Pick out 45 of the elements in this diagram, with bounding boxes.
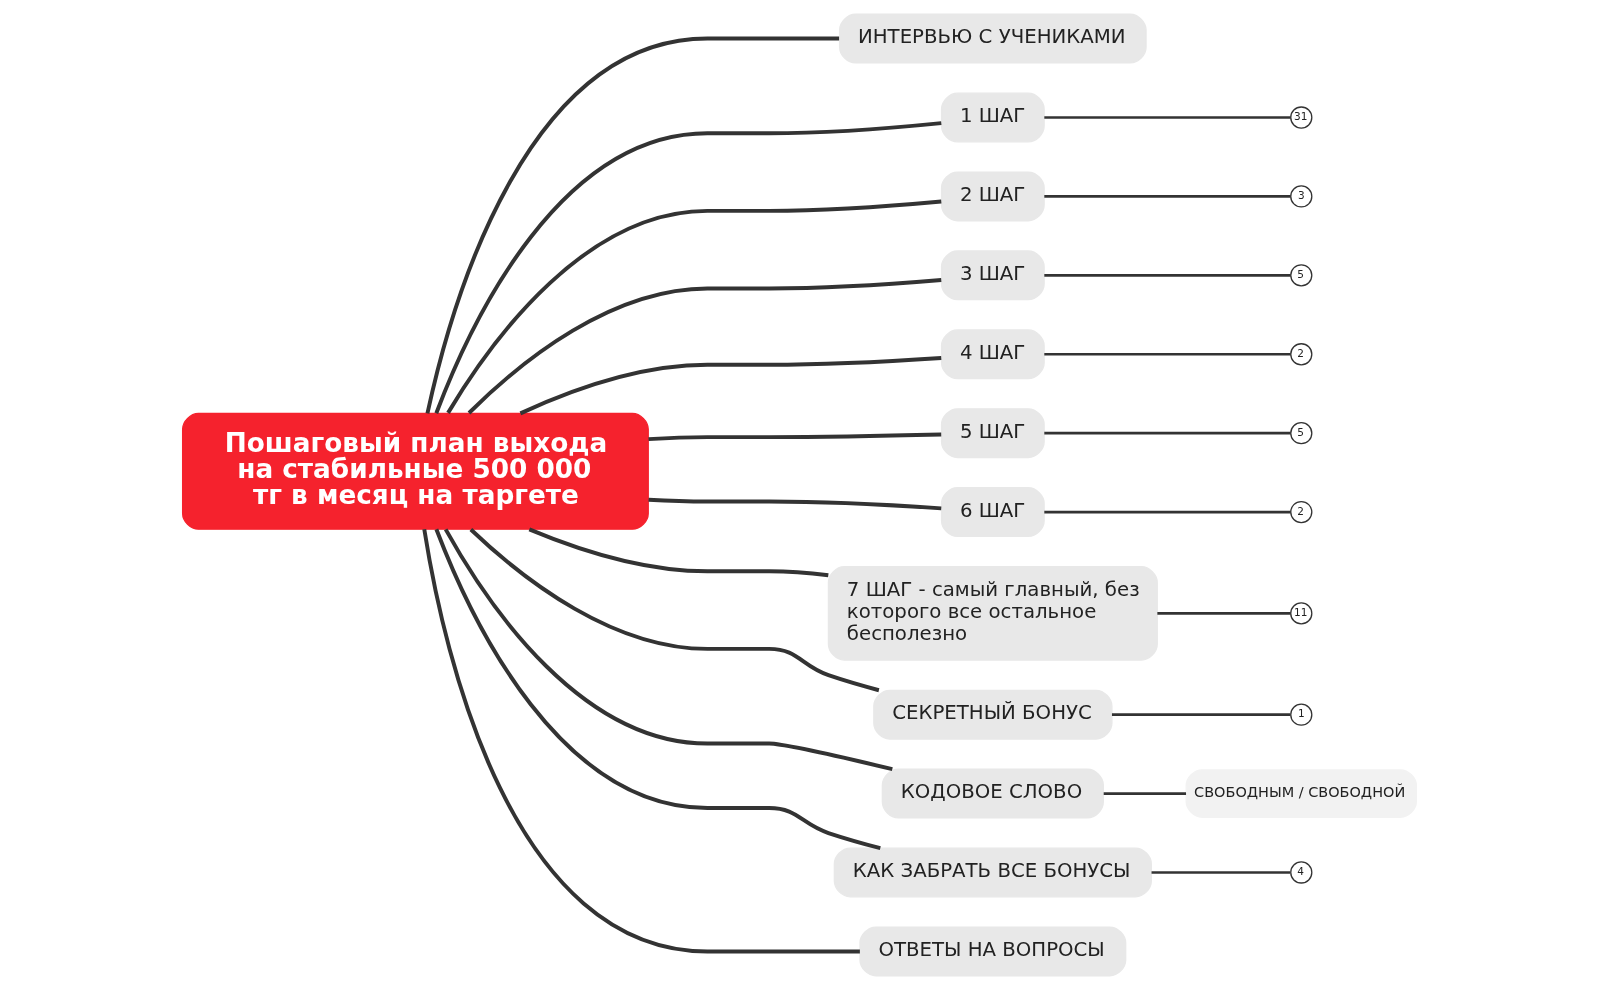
node-circle: 2 — [1289, 342, 1312, 365]
connector — [421, 528, 860, 953]
connector — [647, 497, 941, 510]
node-circle: 5 — [1289, 421, 1312, 444]
connector — [469, 527, 879, 692]
node-circle: 2 — [1289, 500, 1312, 523]
node-box: КАК ЗАБРАТЬ ВСЕ БОНУСЫ — [833, 847, 1152, 897]
node-box: 3 ШАГ — [940, 249, 1045, 300]
connector — [647, 432, 941, 441]
connector — [445, 199, 941, 414]
connector — [1156, 611, 1291, 615]
connector — [1043, 352, 1291, 356]
connector — [1043, 431, 1291, 434]
node-circle: 5 — [1289, 263, 1312, 287]
connector — [443, 527, 893, 771]
connector — [467, 277, 941, 414]
node-box: 7 ШАГ - самый главный, без которого все остальное бесполезно — [827, 565, 1158, 661]
node-box: СВОБОДНЫМ / СВОБОДНОЙ — [1185, 768, 1417, 818]
node-box: СЕКРЕТНЫЙ БОНУС — [872, 689, 1113, 740]
node-box: Пошаговый план выхода на стабильные 500 000 тг в месяц на таргете — [181, 412, 649, 530]
node-box: 5 ШАГ — [940, 407, 1045, 458]
node-box: ИНТЕРВЬЮ С УЧЕНИКАМИ — [838, 13, 1147, 64]
connector — [425, 36, 839, 414]
node-circle: 4 — [1289, 860, 1312, 884]
node-box: 2 ШАГ — [940, 170, 1045, 221]
node-box: 1 ШАГ — [940, 92, 1045, 142]
node-box: 4 ШАГ — [940, 328, 1045, 379]
connector — [433, 120, 941, 414]
node-circle: 1 — [1289, 702, 1312, 726]
connector — [1111, 712, 1290, 716]
connector — [528, 527, 829, 577]
node-box: ОТВЕТЫ НА ВОПРОСЫ — [858, 925, 1126, 976]
node-circle: 11 — [1289, 601, 1312, 625]
connector — [1151, 870, 1290, 874]
connector — [1043, 510, 1291, 513]
connector — [1043, 194, 1291, 198]
node-box: 6 ШАГ — [940, 486, 1045, 537]
connector — [1043, 115, 1291, 119]
connector — [519, 355, 941, 415]
connector — [434, 527, 881, 850]
connector — [1043, 273, 1291, 277]
node-circle: 31 — [1289, 105, 1312, 129]
node-box: КОДОВОЕ СЛОВО — [881, 768, 1104, 819]
connector — [1103, 791, 1186, 795]
node-circle: 3 — [1289, 184, 1312, 208]
